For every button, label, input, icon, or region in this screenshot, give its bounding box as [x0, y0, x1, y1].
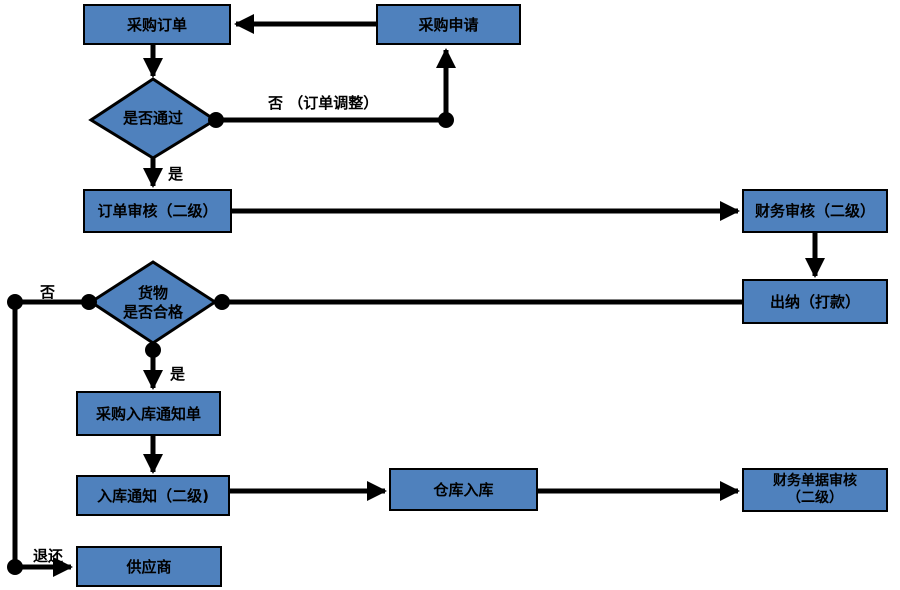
label-return: 退还 — [33, 547, 64, 565]
inbound-notice-form-box[interactable]: 采购入库通知单 — [76, 391, 221, 436]
label-no-goods: 否 — [40, 283, 56, 301]
warehouse-inbound-box[interactable]: 仓库入库 — [389, 468, 538, 511]
label-yes-approval: 是 — [168, 165, 184, 183]
order-review-box[interactable]: 订单审核（二级） — [83, 189, 232, 233]
label-no-adjust: 否 （订单调整） — [268, 94, 379, 112]
goods-check-line2: 是否合格 — [122, 302, 183, 321]
junction-dot — [208, 112, 224, 128]
goods-check-text: 货物 是否合格 — [103, 284, 203, 322]
arrow-reject-to-supplier — [12, 299, 91, 577]
label-yes-goods: 是 — [170, 365, 186, 383]
cashier-box[interactable]: 出纳（打款） — [742, 279, 888, 324]
inbound-notice-box[interactable]: 入库通知（二级) — [76, 475, 230, 516]
goods-check-line1: 货物 — [137, 284, 168, 302]
junction-dot — [145, 342, 161, 358]
finance-review-box[interactable]: 财务审核（二级） — [742, 189, 888, 233]
junction-dot — [7, 559, 23, 575]
junction-dot — [7, 294, 23, 310]
junction-dot — [214, 294, 230, 310]
supplier-box[interactable]: 供应商 — [76, 546, 222, 587]
finance-doc-review-box[interactable]: 财务单据审核 （二级） — [742, 468, 888, 512]
junction-dot — [438, 112, 454, 128]
finance-doc-review-line1: 财务单据审核 — [773, 473, 857, 490]
purchase-request-box[interactable]: 采购申请 — [376, 4, 521, 45]
approval-check-text: 是否通过 — [122, 109, 183, 127]
finance-doc-review-line2: （二级） — [787, 490, 843, 506]
purchase-order-box[interactable]: 采购订单 — [83, 4, 231, 45]
junction-dot — [81, 294, 97, 310]
